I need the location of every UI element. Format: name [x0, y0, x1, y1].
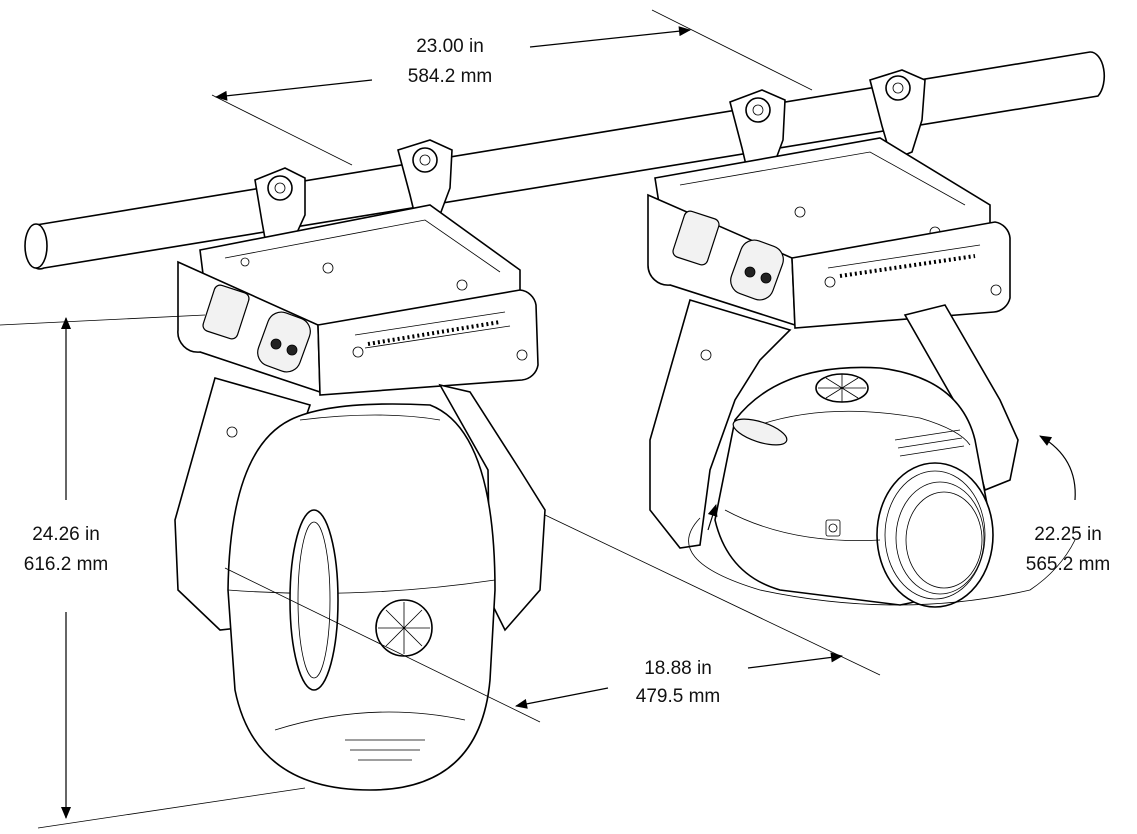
- left-fan-grille: [375, 599, 433, 657]
- left-moving-head-fixture: [174, 139, 546, 791]
- right-lens: [876, 462, 994, 608]
- tilt-metric-label: 565.2 mm: [1026, 554, 1110, 575]
- height-dimension: 24.26 in 616.2 mm: [0, 314, 306, 829]
- depth-metric-label: 479.5 mm: [636, 686, 720, 707]
- height-metric-label: 616.2 mm: [24, 554, 108, 575]
- right-fan-grille: [815, 373, 869, 403]
- width-imperial-label: 23.00 in: [416, 36, 484, 57]
- width-metric-label: 584.2 mm: [408, 66, 492, 87]
- tilt-dimension: 22.25 in 565.2 mm: [688, 435, 1110, 606]
- depth-imperial-label: 18.88 in: [644, 658, 712, 679]
- width-dimension: 23.00 in 584.2 mm: [211, 9, 813, 166]
- left-base-vents: [367, 320, 501, 346]
- height-imperial-label: 24.26 in: [32, 524, 100, 545]
- depth-dimension: 18.88 in 479.5 mm: [224, 514, 881, 723]
- tilt-imperial-label: 22.25 in: [1034, 524, 1102, 545]
- right-moving-head-fixture: [647, 69, 1019, 608]
